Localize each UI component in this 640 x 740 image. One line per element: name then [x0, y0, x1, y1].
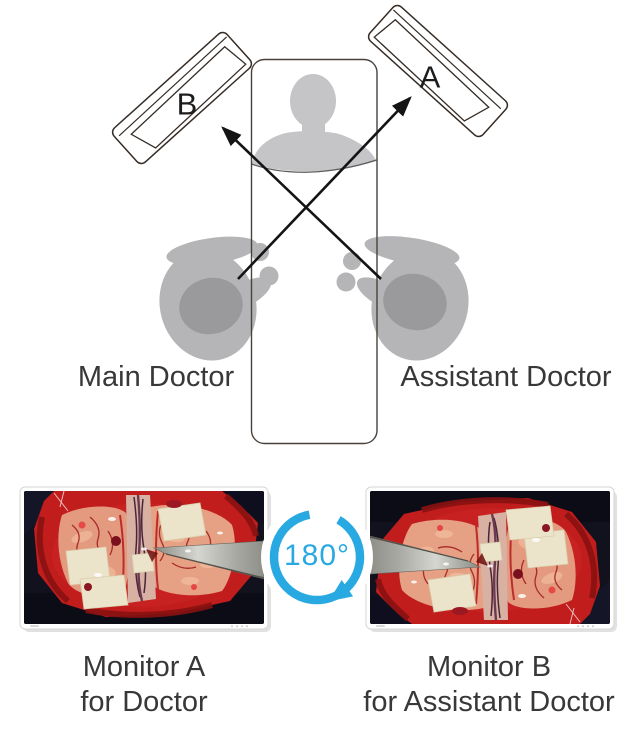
monitor-a-letter: A — [419, 59, 441, 95]
monitor-b-caption: Monitor B for Assistant Doctor — [363, 650, 614, 720]
rotation-180-icon — [261, 501, 373, 613]
rotation-degrees-label: 180° — [283, 539, 351, 572]
operating-table — [250, 58, 378, 445]
monitor-b-caption-line1: Monitor B — [426, 651, 552, 683]
main-doctor-label: Main Doctor — [77, 361, 235, 393]
monitor-b-photo — [365, 486, 617, 632]
main-doctor-head — [179, 277, 243, 335]
monitor-b-letter: B — [176, 86, 198, 122]
sightline-main-doctor-to-monitor-a — [237, 96, 412, 280]
monitor-a-photo — [19, 486, 271, 632]
main-doctor-silhouette — [159, 236, 279, 361]
sightline-assistant-doctor-to-monitor-b — [221, 126, 382, 280]
assistant-doctor-head — [383, 273, 447, 331]
assistant-doctor-label: Assistant Doctor — [400, 361, 612, 393]
monitor-a-graphic — [367, 4, 509, 138]
patient-silhouette — [252, 74, 376, 172]
monitor-a-caption: Monitor A for Doctor — [80, 650, 207, 720]
monitor-a-caption-line1: Monitor A — [82, 651, 206, 683]
monitor-b-caption-line2: for Assistant Doctor — [363, 686, 615, 718]
monitor-a-caption-line2: for Doctor — [80, 686, 208, 718]
assistant-doctor-silhouette — [336, 236, 469, 361]
monitor-b-graphic — [111, 31, 253, 165]
